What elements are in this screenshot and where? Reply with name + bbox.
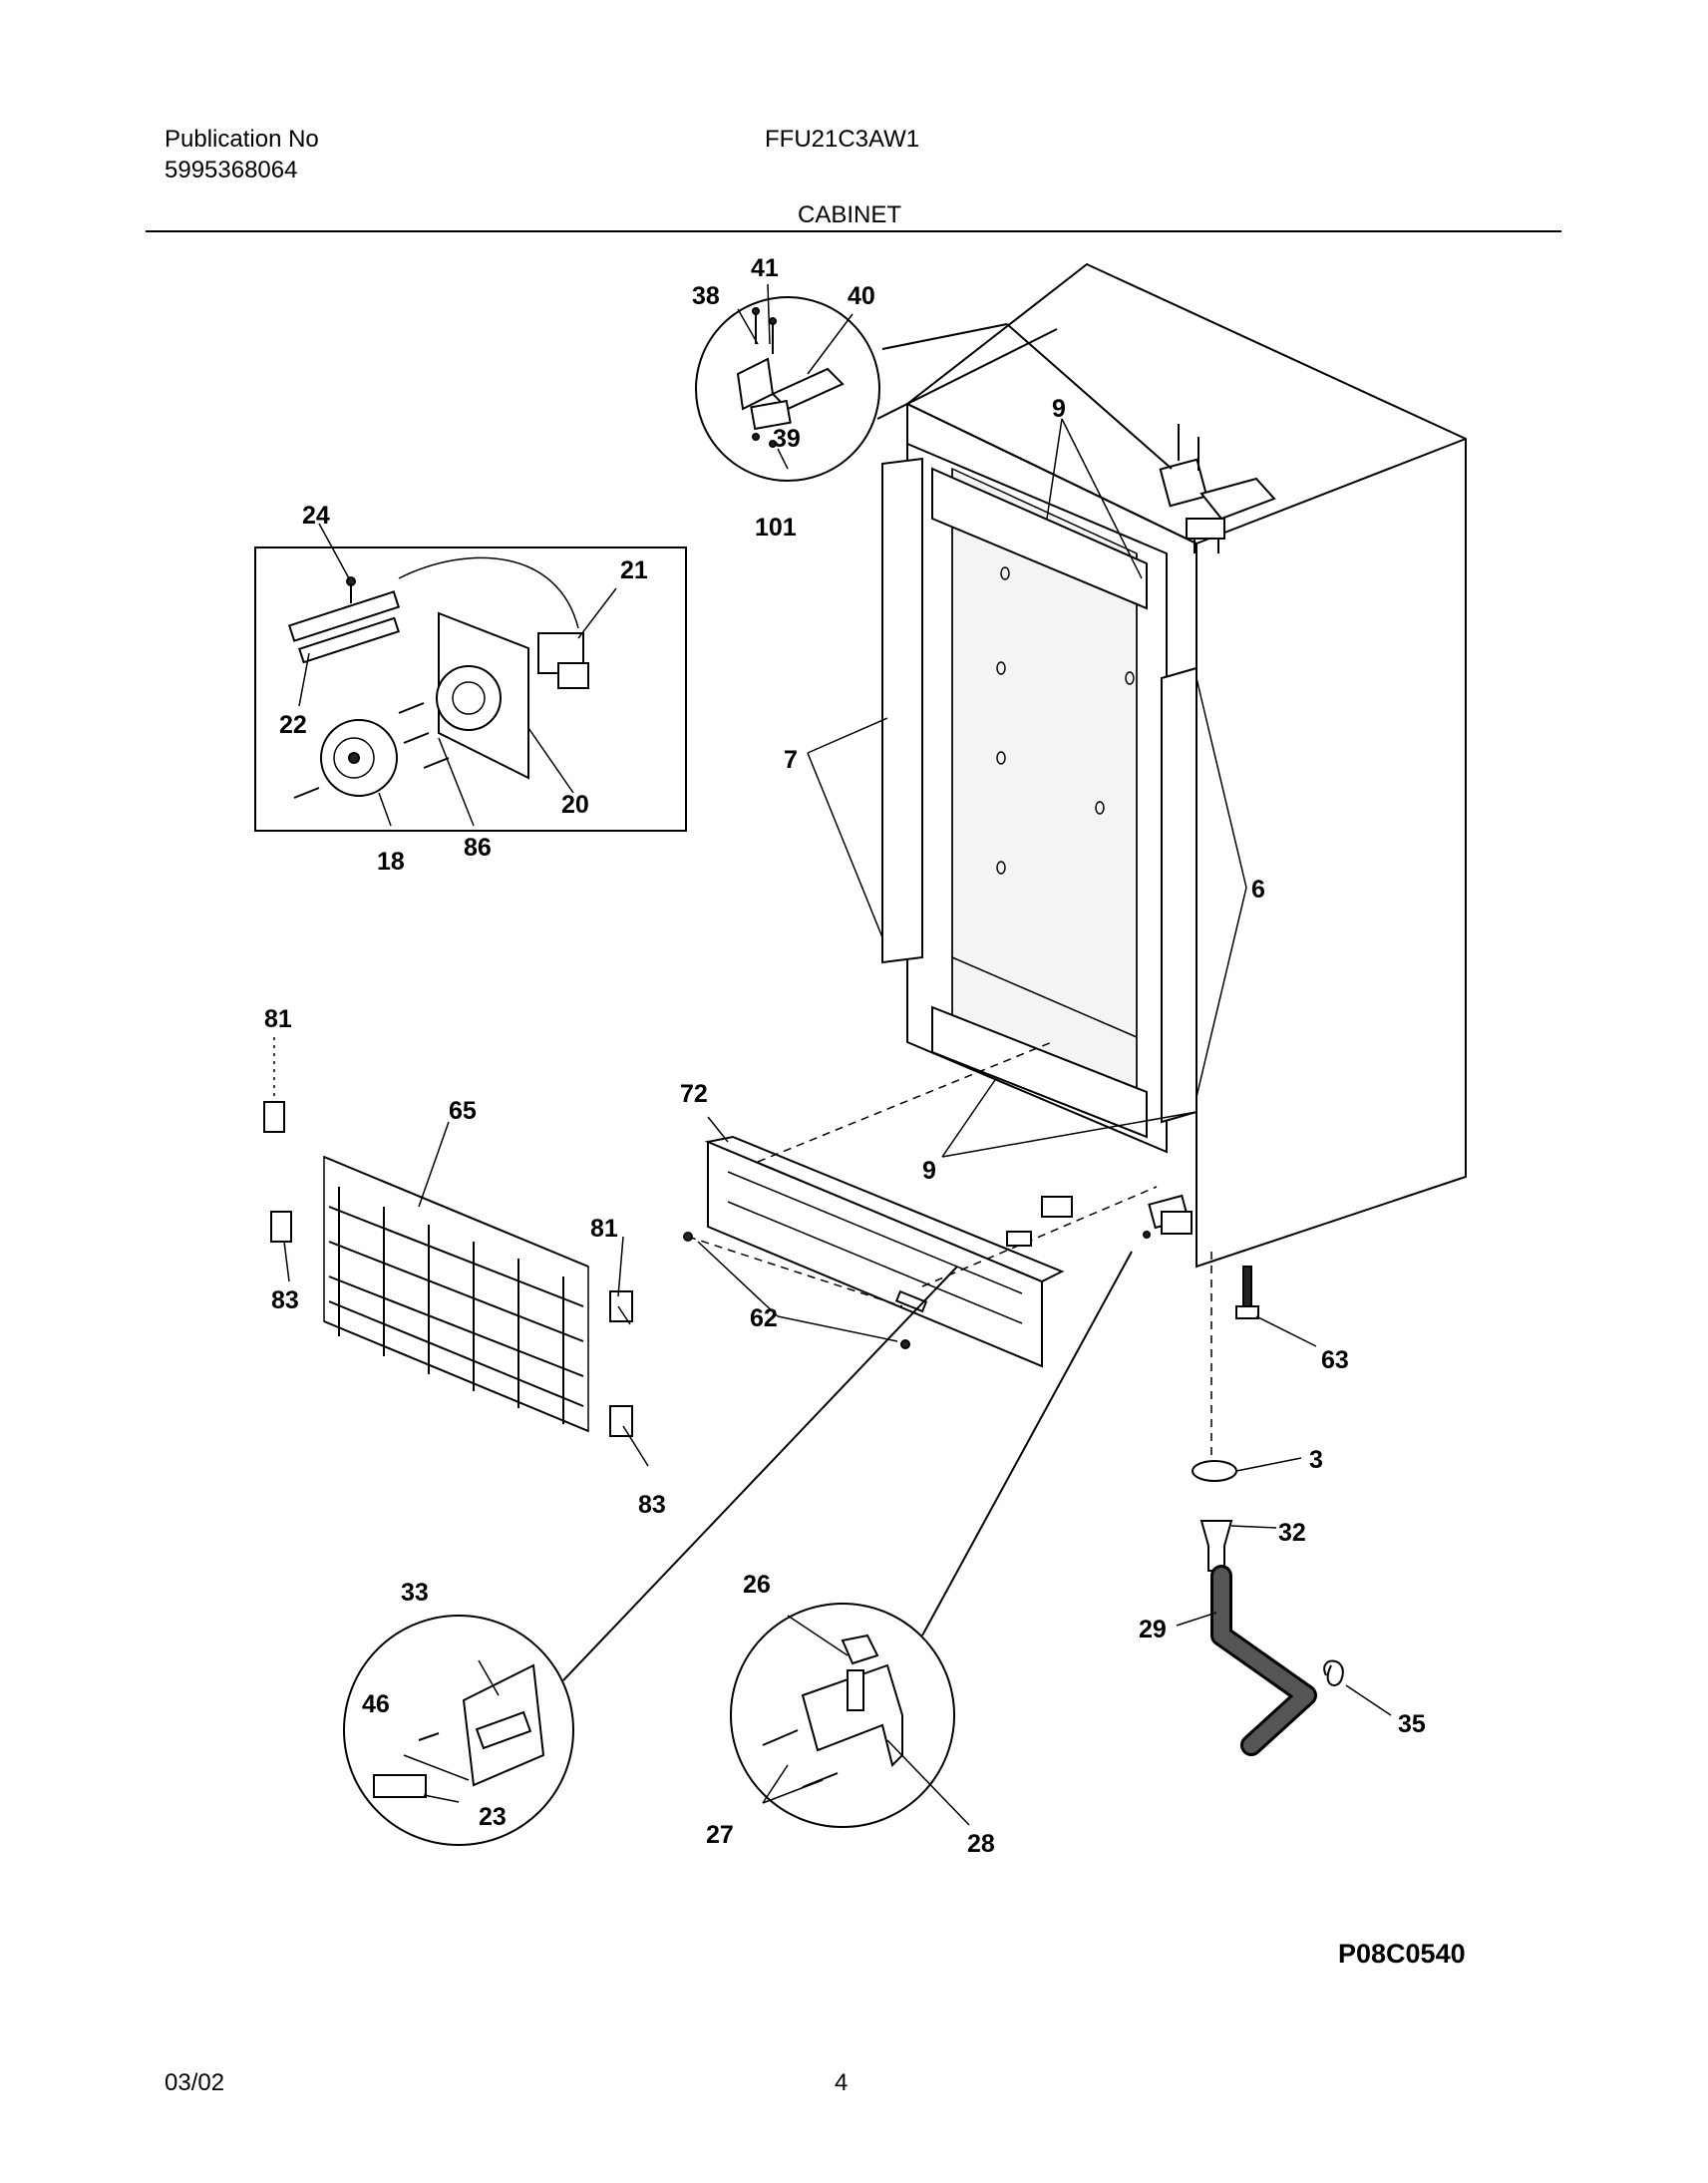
- callout-27: 27: [706, 1821, 734, 1849]
- leader-lines: [283, 418, 1392, 1826]
- callout-39: 39: [773, 425, 801, 453]
- callout-83-left: 83: [271, 1286, 299, 1314]
- callout-38: 38: [692, 282, 720, 310]
- callout-6: 6: [1251, 876, 1265, 904]
- drain-assembly: [1192, 1252, 1344, 1756]
- callout-86: 86: [464, 834, 492, 862]
- callout-18: 18: [377, 848, 405, 876]
- callout-65: 65: [449, 1097, 477, 1125]
- callout-46: 46: [362, 1690, 390, 1718]
- callout-numbers: 41 38 40 39 101 9 9 7 6 24 21 22 20 18 8…: [264, 254, 1466, 1969]
- callout-9-top: 9: [1052, 395, 1066, 423]
- callout-29: 29: [1139, 1616, 1167, 1643]
- model-number: FFU21C3AW1: [765, 126, 920, 153]
- callout-24: 24: [302, 502, 330, 530]
- callout-23: 23: [479, 1803, 507, 1831]
- wire-shelf: [263, 1037, 633, 1437]
- footer-date: 03/02: [165, 2069, 225, 2096]
- callout-22: 22: [279, 711, 307, 739]
- publication-label: Publication No: [165, 126, 319, 153]
- publication-number: 5995368064: [165, 157, 298, 183]
- top-hinge-detail: [695, 283, 1173, 482]
- callout-7: 7: [784, 746, 798, 774]
- callout-28: 28: [967, 1830, 995, 1858]
- callout-81-left: 81: [264, 1005, 292, 1033]
- section-title: CABINET: [798, 201, 902, 228]
- callout-21: 21: [620, 556, 648, 584]
- callout-3: 3: [1309, 1446, 1323, 1474]
- callout-20: 20: [561, 791, 589, 819]
- page-number: 4: [835, 2069, 849, 2096]
- callout-26: 26: [743, 1571, 771, 1599]
- callout-35: 35: [1398, 1710, 1426, 1738]
- kick-plate: [683, 1041, 1193, 1368]
- callout-63: 63: [1321, 1346, 1349, 1374]
- callout-101: 101: [755, 514, 797, 542]
- callout-62: 62: [750, 1304, 778, 1332]
- bottom-hinge-detail: [730, 1251, 1133, 1828]
- callout-9-bottom: 9: [922, 1157, 936, 1185]
- diagram-code: P08C0540: [1338, 1939, 1466, 1969]
- callout-81-right: 81: [590, 1215, 618, 1243]
- callout-32: 32: [1278, 1519, 1306, 1547]
- header-rule: [146, 230, 1561, 232]
- switch-detail: [343, 1266, 958, 1846]
- cabinet-body: [881, 262, 1467, 1269]
- fan-detail-box: [254, 546, 687, 832]
- callout-33: 33: [401, 1579, 429, 1607]
- callout-72: 72: [680, 1080, 708, 1108]
- callout-40: 40: [848, 282, 875, 310]
- callout-83-right: 83: [638, 1491, 666, 1519]
- callout-41: 41: [751, 254, 779, 282]
